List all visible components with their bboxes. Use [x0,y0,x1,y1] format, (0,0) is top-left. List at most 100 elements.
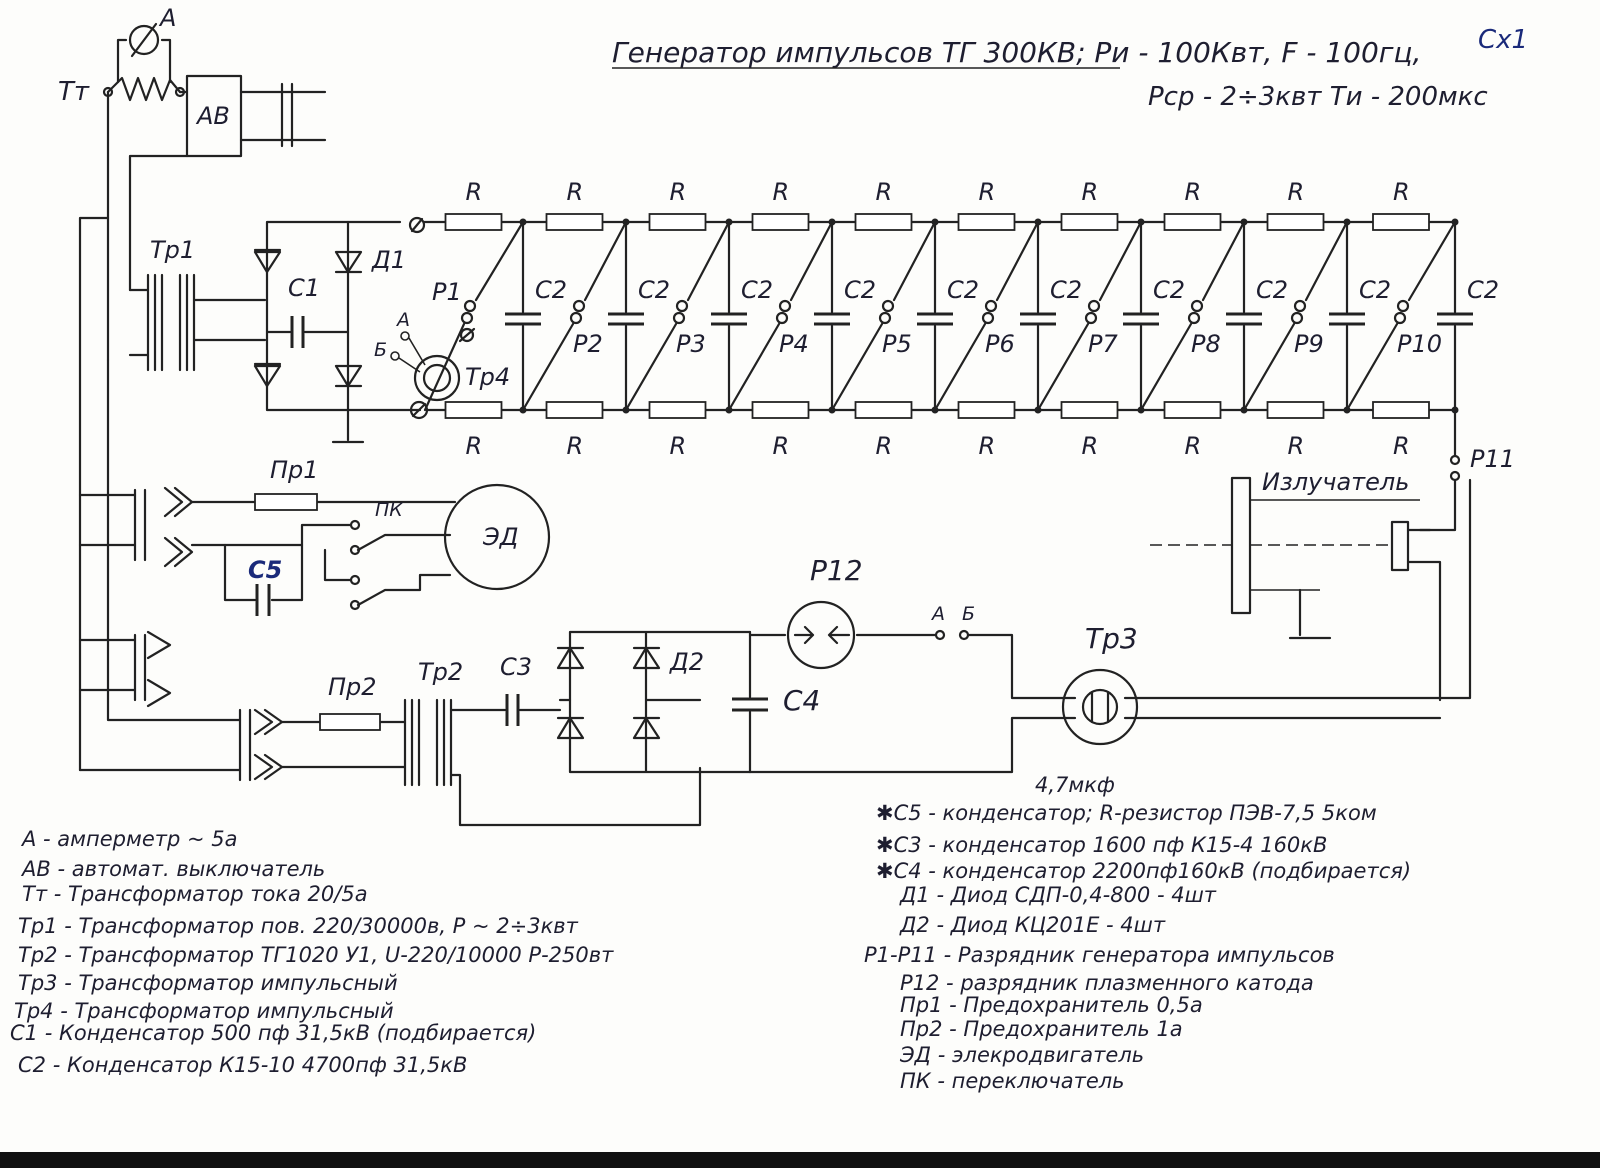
resistor-top [751,213,810,231]
legend-right-item: ✱С4 - конденсатор 2200пф160кВ (подбирает… [876,859,1411,883]
resistor-bottom [545,401,604,419]
resistor-label: R [1288,432,1305,460]
spark-gap-electrode [1084,311,1098,325]
pr2-label: Пр2 [328,673,377,701]
arrester-label: Р4 [779,330,809,358]
tr1-label: Тр1 [150,236,195,264]
spark-gap-electrode [1396,299,1410,313]
transformer-tr1: Тр1 [128,236,267,372]
spark-gap-electrode [572,299,586,313]
resistor-bottom [1266,401,1325,419]
d2-label: Д2 [669,648,704,676]
c2-label: С2 [535,276,567,304]
circuit-breaker: АВ [185,74,327,158]
legend-right-item: ✱С5 - конденсатор; R-резистор ПЭВ-7,5 5к… [876,801,1377,825]
legend-left-item: Тр1 - Трансформатор пов. 220/30000в, Р ~… [18,914,579,938]
switch-a-label: А [930,603,945,625]
resistor-label: R [1288,178,1305,206]
legend-left-item: С1 - Конденсатор 500 пф 31,5кВ (подбирае… [10,1021,536,1045]
resistor-label: R [466,178,483,206]
av-label: АВ [195,102,230,130]
tr2-label: Тр2 [418,658,463,686]
resistor-bottom [957,401,1016,419]
c2-label: С2 [844,276,876,304]
resistor-bottom [444,401,503,419]
c5-label: С5 [248,556,282,584]
legend-left-item: А - амперметр ~ 5а [20,827,238,851]
spark-gap-electrode [981,311,995,325]
resistor-bottom [751,401,810,419]
spark-gap-electrode [984,299,998,313]
spark-gap-electrode [775,311,789,325]
spark-gap-electrode [881,299,895,313]
spark-gap-lead [686,220,731,302]
legend-right-item: Р1-Р11 - Разрядник генератора импульсов [864,943,1335,967]
arrester-label: Р2 [573,330,603,358]
spark-gap-lead [583,220,628,302]
legend-left-item: Тт - Трансформатор тока 20/5а [22,882,368,906]
tap-b-label: Б [374,339,387,361]
ammeter: А [116,4,176,84]
spark-gap-lead [1036,322,1090,412]
p12-label: Р12 [810,554,863,587]
resistor-label: R [670,432,687,460]
resistor-label: R [1082,432,1099,460]
spark-gap-lead [933,322,987,412]
current-transformer: Тт [58,76,186,107]
resistor-label: R [1393,178,1410,206]
arrester-label: Р8 [1191,330,1221,358]
c2-label: С2 [1256,276,1288,304]
legend-left-item: АВ - автомат. выключатель [20,857,325,881]
spark-gap-lead [1304,220,1349,302]
c2-label: С2 [947,276,979,304]
spark-gap-lead [1201,220,1246,302]
resistor-label: R [1082,178,1099,206]
legend-right-item: Д1 - Диод СДП-0,4-800 - 4шт [899,883,1217,907]
spark-gap-p11: Р11 [1418,408,1515,532]
legend-right-item: ✱С3 - конденсатор 1600 пф К15-4 160кВ [876,833,1327,857]
scan-edge [0,1152,1600,1168]
arrester-label: Р9 [1294,330,1324,358]
pr1-label: Пр1 [270,456,319,484]
spark-gap-lead [892,220,937,302]
sheet-id: Сх1 [1478,25,1528,55]
resistor-top [444,213,503,231]
c2-label: С2 [638,276,670,304]
resistor-top [1372,213,1430,231]
spark-gap-lead [830,322,884,412]
legend-left: А - амперметр ~ 5а АВ - автомат. выключа… [10,827,614,1077]
spark-gap-lead [1407,220,1457,302]
c3-label: С3 [500,653,532,681]
ammeter-label: А [158,4,176,32]
spark-gap-lead [474,220,525,302]
arrester-label: Р6 [985,330,1015,358]
resistor-label: R [773,178,790,206]
pk-label: ПК [375,499,404,521]
spark-gap-electrode [1290,311,1304,325]
c2-label: С2 [1050,276,1082,304]
resistor-bottom [648,401,707,419]
legend-right-item: ПК - переключатель [900,1069,1125,1093]
resistor-top [648,213,707,231]
c2-label: С2 [741,276,773,304]
rectifier-d1: Д1 С1 [253,220,422,444]
spark-gap-electrode [1393,311,1407,325]
transformer-tr4: А Б Тр4 [374,216,510,420]
title-line-1: Генератор импульсов ТГ 300КВ; Ри - 100Кв… [612,36,1421,69]
spark-gap-lead [1345,322,1399,412]
resistor-bottom [1372,401,1430,419]
legend-left-item: С2 - Конденсатор К15-10 4700пф 31,5кВ [18,1053,467,1077]
resistor-label: R [1393,432,1410,460]
c2-label: С2 [1359,276,1391,304]
spark-gap-electrode [1087,299,1101,313]
legend-right-item: ЭД - элекродвигатель [899,1043,1144,1067]
motor-ed [443,483,551,591]
title-line-2: Рср - 2÷3квт Ти - 200мкс [1148,82,1488,112]
legend-right: 4,7мкф ✱С5 - конденсатор; R-резистор ПЭВ… [864,773,1411,1093]
legend-left-item: Тр2 - Трансформатор ТГ1020 У1, U-220/100… [18,943,614,967]
spark-gap-electrode [675,299,689,313]
resistor-top [854,213,913,231]
spark-gap-electrode [460,311,474,325]
spark-gap-lead [521,322,575,412]
spark-gap-lead [423,322,466,412]
